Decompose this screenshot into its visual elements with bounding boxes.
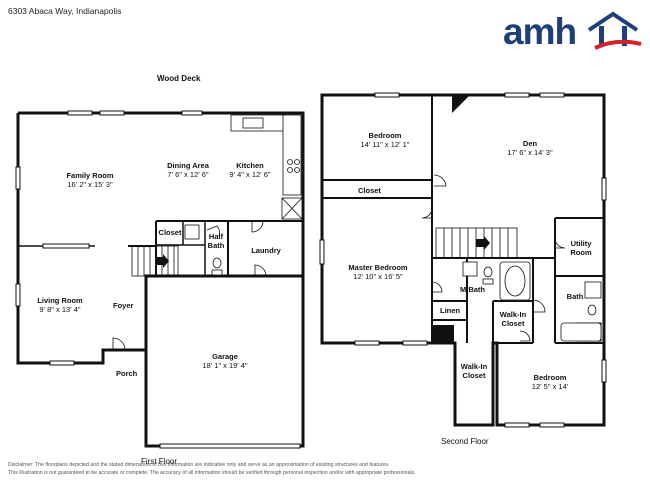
room-name-line1: Walk-In [460, 362, 488, 371]
room-name-line1: Half [208, 232, 224, 241]
room-name: Garage [212, 352, 238, 361]
first-floor-caption: First Floor [141, 457, 177, 466]
porch-label: Porch [116, 369, 138, 378]
stair-arrow-icon [155, 254, 169, 268]
walk-in-closet-large-label: Walk-In Closet [455, 362, 493, 380]
foyer-label: Foyer [113, 301, 134, 310]
room-name-line2: Closet [501, 319, 525, 328]
room-dims: 9' 8" x 13' 4" [39, 305, 81, 314]
master-bedroom-label: Master Bedroom 12' 10" x 16' 5" [328, 263, 428, 281]
disclaimer-line-1: Disclaimer: The floorplans depicted and … [8, 462, 390, 468]
property-address: 6303 Abaca Way, Indianapolis [8, 6, 122, 16]
garage-wall [144, 274, 305, 448]
second-floor-caption: Second Floor [441, 437, 489, 446]
room-dims: 12' 10" x 16' 5" [353, 272, 403, 281]
room-name-line1: Walk-In [499, 310, 527, 319]
room-name: Bath [566, 292, 584, 301]
room-name: Kitchen [236, 161, 264, 170]
house-roof-icon [587, 11, 642, 50]
room-name: Laundry [251, 246, 281, 255]
room-name-line2: Bath [207, 241, 225, 250]
stair-arrow-icon [476, 236, 490, 250]
room-name: Dining Area [167, 161, 209, 170]
room-name: Closet [158, 228, 182, 237]
garage-label: Garage 18' 1" x 19' 4" [175, 352, 275, 370]
laundry-label: Laundry [236, 246, 296, 255]
half-bath-label: Half Bath [202, 232, 230, 250]
amh-logo: amh [503, 8, 643, 52]
living-room-wall [16, 113, 146, 365]
bedroom-bottom-label: Bedroom 12' 5" x 14' [500, 373, 600, 391]
room-dims: 12' 5" x 14' [531, 382, 569, 391]
room-dims: 9' 4" x 12' 6" [229, 170, 271, 179]
room-name: Family Room [66, 171, 114, 180]
bedroom-top-label: Bedroom 14' 11" x 12' 1" [335, 131, 435, 149]
logo-wordmark: amh [503, 11, 577, 52]
room-name-line2: Room [570, 248, 592, 257]
utility-room-label: Utility Room [560, 239, 602, 257]
room-name: M.Bath [460, 285, 485, 294]
bath-label: Bath [557, 292, 593, 301]
room-dims: 17' 6" x 14' 3" [507, 148, 553, 157]
room-name: Den [522, 139, 538, 148]
room-name: Linen [440, 306, 460, 315]
walk-in-closet-small-label: Walk-In Closet [494, 310, 532, 328]
room-name: Master Bedroom [348, 263, 408, 272]
family-room-label: Family Room 16' 2" x 15' 3" [40, 171, 140, 189]
room-name: Bedroom [533, 373, 567, 382]
living-room-label: Living Room 9' 8" x 13' 4" [20, 296, 100, 314]
room-dims: 14' 11" x 12' 1" [360, 140, 410, 149]
disclaimer-line-2: This illustration is not guaranteed to b… [8, 470, 416, 476]
room-dims: 7' 6" x 12' 6" [167, 170, 209, 179]
room-name: Bedroom [368, 131, 402, 140]
dining-area-label: Dining Area 7' 6" x 12' 6" [158, 161, 218, 179]
m-bath-label: M.Bath [450, 285, 495, 294]
kitchen-label: Kitchen 9' 4" x 12' 6" [220, 161, 280, 179]
wood-deck-label: Wood Deck [157, 74, 201, 83]
room-name-line2: Closet [462, 371, 486, 380]
second-floor-stairs [435, 227, 518, 259]
closet-label-second: Closet [358, 186, 381, 195]
room-dims: 16' 2" x 15' 3" [67, 180, 113, 189]
closet-label-first: Closet [157, 228, 183, 237]
room-name-line1: Utility [570, 239, 592, 248]
linen-label: Linen [434, 306, 466, 315]
room-dims: 18' 1" x 19' 4" [202, 361, 248, 370]
room-name: Living Room [37, 296, 83, 305]
den-label: Den 17' 6" x 14' 3" [480, 139, 580, 157]
